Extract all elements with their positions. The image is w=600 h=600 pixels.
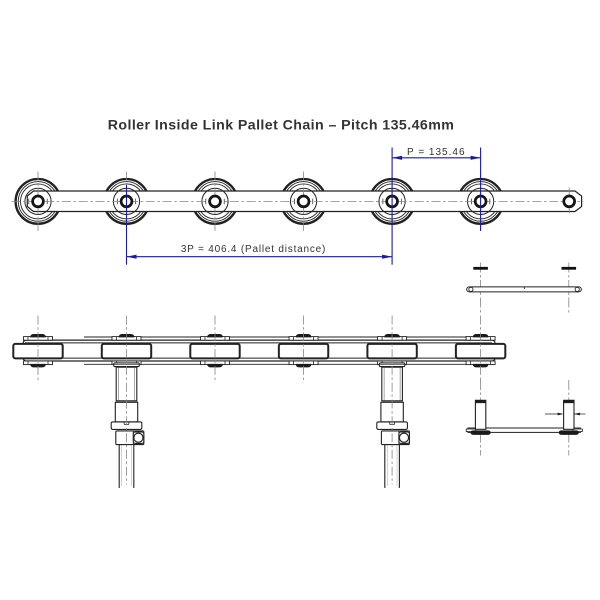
svg-text:P = 135.46: P = 135.46	[407, 147, 465, 158]
svg-text:Roller Inside Link Pallet Chai: Roller Inside Link Pallet Chain – Pitch …	[108, 118, 455, 134]
svg-text:3P = 406.4 (Pallet distance): 3P = 406.4 (Pallet distance)	[181, 244, 326, 255]
